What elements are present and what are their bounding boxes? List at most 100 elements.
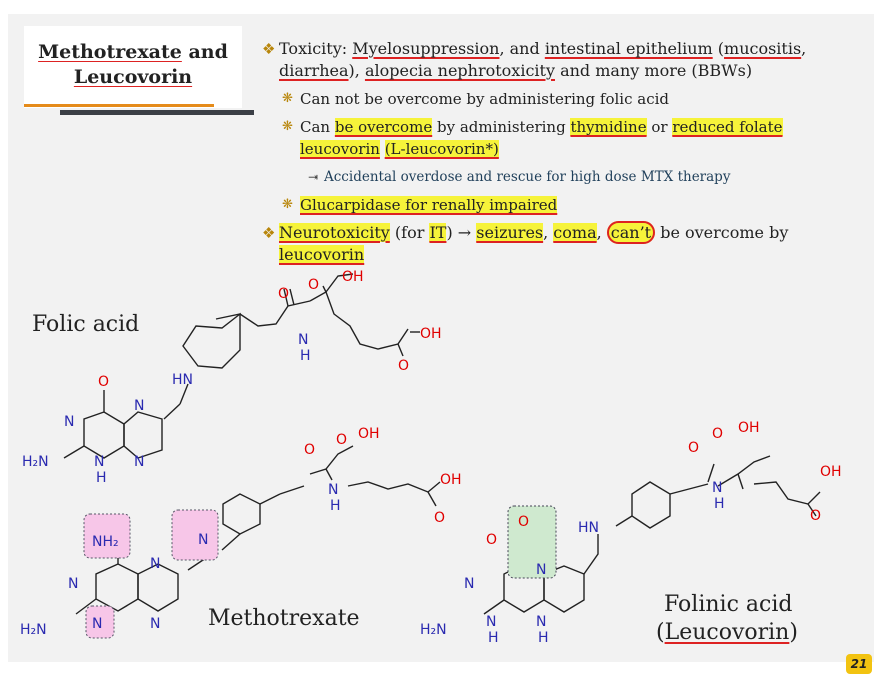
text: be overcome	[334, 118, 433, 136]
text: ,	[543, 223, 554, 242]
folic-acid-label: Folic acid	[32, 312, 140, 337]
atom-h: H	[538, 630, 549, 646]
text: Can	[300, 118, 335, 136]
text: ,	[801, 39, 807, 58]
bonds	[63, 273, 821, 615]
star-bullet-icon: ❋	[282, 119, 293, 134]
atom-n: N	[150, 616, 160, 632]
atom-h2n: H₂N	[20, 622, 47, 638]
atom-o: O	[336, 432, 347, 448]
text: (	[712, 39, 725, 58]
atom-oh: OH	[738, 420, 760, 436]
atom-n: N	[328, 482, 338, 498]
atom-o: O	[810, 508, 821, 524]
text: Toxicity:	[279, 39, 353, 58]
text: Leucovorin	[664, 620, 790, 645]
nh2-highlight-box	[83, 513, 131, 559]
atom-h: H	[96, 470, 107, 486]
title-word-methotrexate: Methotrexate	[38, 41, 182, 63]
atom-h2n: H₂N	[420, 622, 447, 638]
text: Myelosuppression	[352, 39, 500, 58]
atom-h2n: H₂N	[22, 454, 49, 470]
text: (L-leucovorin*)	[384, 140, 499, 158]
atom-o: O	[278, 286, 289, 302]
atom-n: N	[64, 414, 74, 430]
text: can’t	[606, 221, 656, 244]
atom-o: O	[486, 532, 497, 548]
text: Glucarpidase for renally impaired	[300, 196, 558, 214]
text: )	[789, 620, 798, 645]
atom-hn: HN	[172, 372, 193, 388]
atom-oh: OH	[342, 269, 364, 285]
text: Can not be overcome by administering fol…	[300, 90, 669, 108]
atom-hn: HN	[578, 520, 599, 536]
atom-o: O	[434, 510, 445, 526]
atom-o: O	[712, 426, 723, 442]
atom-h: H	[330, 498, 341, 514]
atom-n: N	[68, 576, 78, 592]
slide-title: Methotrexate and Leucovorin	[24, 40, 242, 90]
atom-h: H	[488, 630, 499, 646]
text: leucovorin	[279, 245, 365, 264]
chemical-structures: O OH OH O O N H HN O N N N N H H₂N O O O…	[20, 269, 842, 646]
text: seizures	[476, 223, 544, 242]
atom-n: N	[134, 398, 144, 414]
text: and many more (BBWs)	[555, 61, 753, 80]
subbullet-overcome: ❋ Can be overcome by administering thymi…	[262, 116, 862, 160]
title-box: Methotrexate and Leucovorin	[24, 26, 242, 108]
text: coma	[553, 223, 597, 242]
bullet-list: ❖ Toxicity: Myelosuppression, and intest…	[262, 38, 862, 272]
atom-o: O	[304, 442, 315, 458]
atom-o: O	[688, 440, 699, 456]
text: , and	[499, 39, 545, 58]
text: diarrhea	[279, 61, 349, 80]
atom-n: N	[134, 454, 144, 470]
text: (	[656, 620, 665, 645]
atom-n: N	[150, 556, 160, 572]
n-highlight-box	[85, 605, 115, 639]
atom-n: N	[298, 332, 308, 348]
text: intestinal epithelium	[544, 39, 713, 58]
title-and: and	[181, 41, 228, 63]
atom-n: N	[198, 532, 208, 548]
n-methyl-highlight-box	[171, 509, 219, 561]
text: by administering	[432, 118, 571, 136]
atom-n: N	[94, 454, 104, 470]
page-number-badge: 21	[846, 654, 872, 674]
text: be overcome by	[655, 223, 789, 242]
atom-n: N	[486, 614, 496, 630]
orange-rule	[24, 104, 214, 107]
atom-n: N	[536, 614, 546, 630]
star-bullet-icon: ❋	[282, 197, 293, 212]
atom-h: H	[300, 348, 311, 364]
text: thymidine	[570, 118, 647, 136]
subsubbullet-overdose: ⇥ Accidental overdose and rescue for hig…	[262, 166, 862, 188]
arrow-bullet-icon: ⇥	[308, 170, 319, 184]
text: mucositis	[724, 39, 802, 58]
atom-h: H	[714, 496, 725, 512]
text: ,	[596, 223, 607, 242]
text: (for	[389, 223, 430, 242]
atom-o: O	[518, 514, 529, 530]
text: IT	[429, 223, 447, 242]
text: alopecia nephrotoxicity	[364, 61, 555, 80]
subbullet-folic: ❋ Can not be overcome by administering f…	[262, 88, 862, 110]
formyl-highlight-box	[507, 505, 557, 579]
text: ),	[348, 61, 365, 80]
atom-n: N	[536, 562, 546, 578]
diamond-bullet-icon: ❖	[262, 224, 276, 242]
atom-oh: OH	[358, 426, 380, 442]
text: ) →	[446, 223, 477, 242]
atom-n: N	[92, 616, 102, 632]
atom-oh: OH	[440, 472, 462, 488]
atom-o: O	[308, 277, 319, 293]
leucovorin-label: (Leucovorin)	[656, 620, 798, 645]
slide: Methotrexate and Leucovorin ❖ Toxicity: …	[8, 14, 874, 674]
bullet-neurotoxicity: ❖ Neurotoxicity (for IT) → seizures, com…	[262, 221, 862, 266]
dark-rule	[60, 110, 254, 115]
atom-nh2: NH₂	[92, 534, 119, 550]
atom-o: O	[398, 358, 409, 374]
atom-oh: OH	[820, 464, 842, 480]
text: Accidental overdose and rescue for high …	[324, 169, 731, 185]
star-bullet-icon: ❋	[282, 91, 293, 106]
